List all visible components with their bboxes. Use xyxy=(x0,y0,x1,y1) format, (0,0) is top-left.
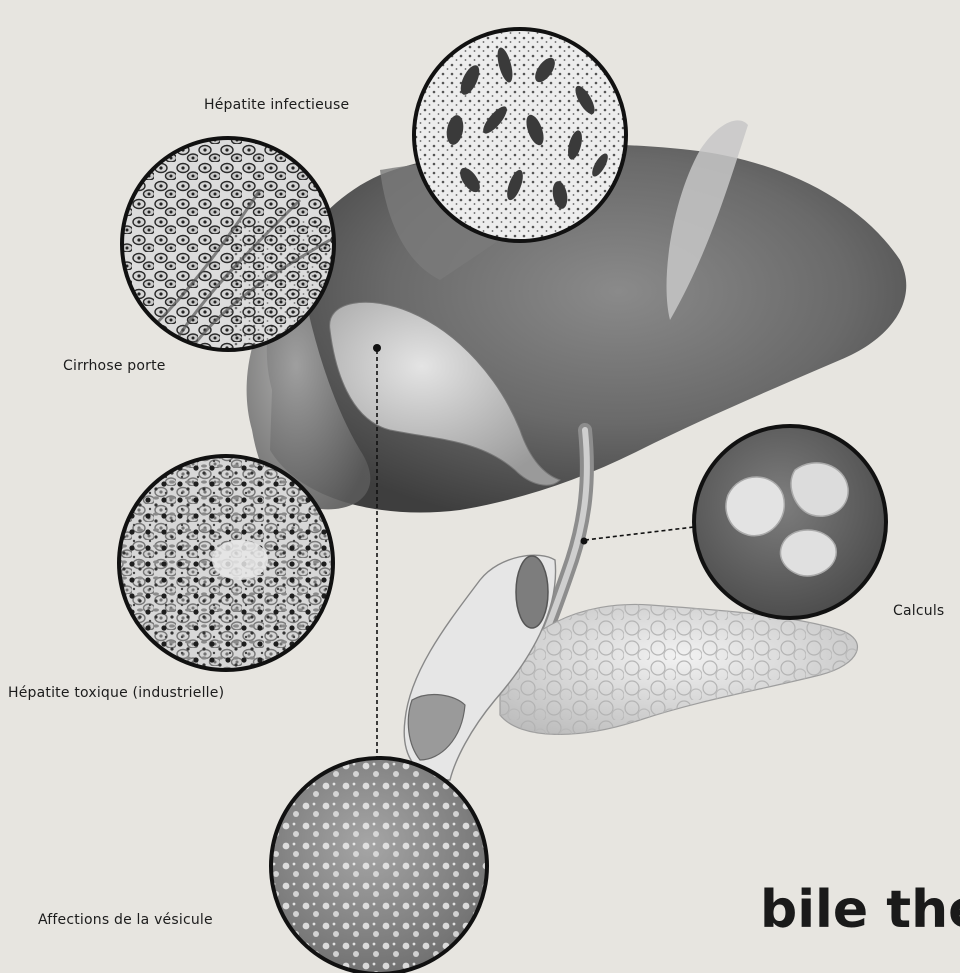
gallbladder-marker xyxy=(373,344,381,352)
label-hepatite-infectieuse: Hépatite infectieuse xyxy=(204,97,349,113)
label-calculs: Calculs xyxy=(893,603,944,619)
label-hepatite-toxique: Hépatite toxique (industrielle) xyxy=(8,685,224,701)
pancreas xyxy=(500,604,857,734)
label-cirrhose-porte: Cirrhose porte xyxy=(63,358,166,374)
headline-text: bile thé xyxy=(760,880,960,940)
duct-marker xyxy=(581,538,588,545)
hepatite-toxique-circle xyxy=(118,455,338,675)
affections-vesicule-circle xyxy=(270,758,490,973)
label-affections-vesicule: Affections de la vésicule xyxy=(38,912,213,928)
calculs-circle xyxy=(694,426,886,618)
